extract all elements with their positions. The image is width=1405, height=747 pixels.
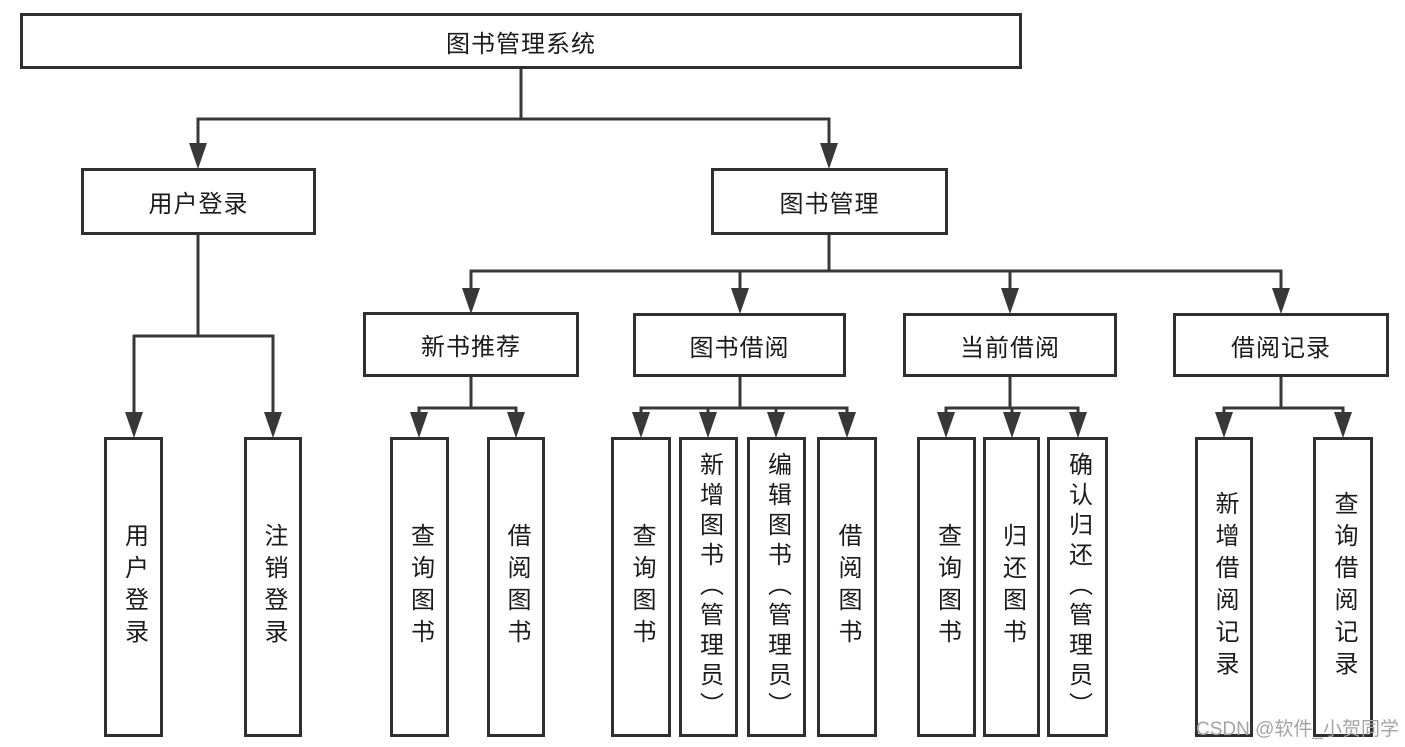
- node-current-borrowing: 当前借阅: [903, 313, 1117, 377]
- leaf-edit-books-admin: 编辑图书（管理员）: [747, 437, 806, 737]
- leaf-borrow-books-borrow: 借阅图书: [817, 437, 877, 737]
- leaf-return-books: 归还图书: [983, 437, 1040, 737]
- node-user-login: 用户登录: [81, 168, 316, 235]
- leaf-query-borrow-record: 查询借阅记录: [1313, 437, 1373, 737]
- leaf-add-books-admin: 新增图书（管理员）: [679, 437, 738, 737]
- node-library-management-system: 图书管理系统: [20, 13, 1022, 69]
- leaf-logout-login: 注销登录: [244, 437, 302, 737]
- watermark: CSDN @软件_小贺同学: [1196, 719, 1399, 740]
- connector-arrowheads: [125, 143, 1352, 438]
- leaf-add-borrow-record: 新增借阅记录: [1195, 437, 1253, 737]
- leaf-query-books-recommend: 查询图书: [390, 437, 449, 737]
- node-book-management: 图书管理: [711, 168, 948, 235]
- leaf-confirm-return-admin: 确认归还（管理员）: [1047, 437, 1108, 737]
- leaf-query-books-borrow: 查询图书: [611, 437, 671, 737]
- node-new-book-recommendation: 新书推荐: [363, 312, 579, 377]
- leaf-borrow-books-recommend: 借阅图书: [487, 437, 545, 737]
- leaf-query-books-current: 查询图书: [917, 437, 976, 737]
- node-book-borrowing: 图书借阅: [633, 313, 846, 377]
- node-borrowing-records: 借阅记录: [1173, 313, 1389, 377]
- leaf-user-login: 用户登录: [104, 437, 163, 737]
